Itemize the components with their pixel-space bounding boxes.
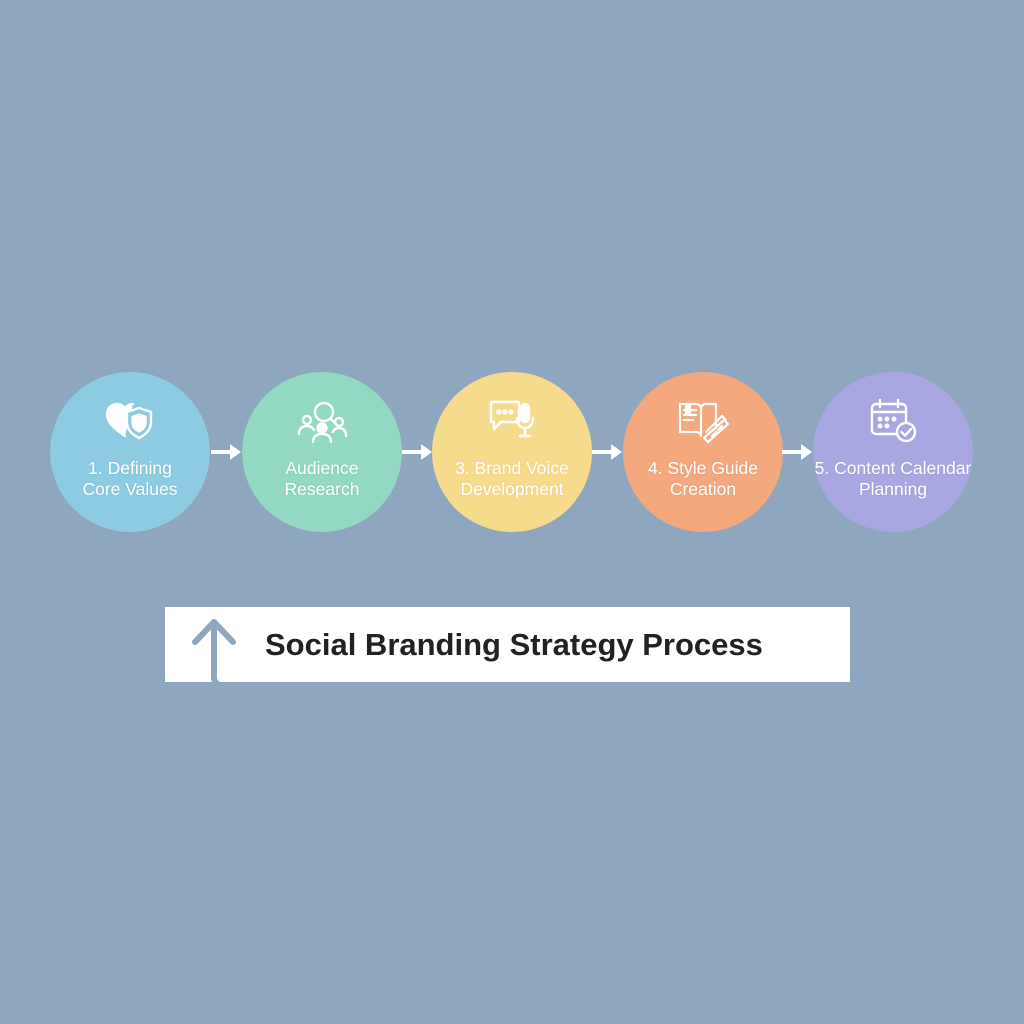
step-4-style-guide-creation: 4. Style Guide Creation <box>623 372 783 532</box>
step-5-content-calendar-planning: 5. Content Calendar Planning <box>813 372 973 532</box>
heart-shield-icon <box>103 398 157 444</box>
arrow-right-icon <box>209 441 243 463</box>
diagram-title: Social Branding Strategy Process <box>265 627 763 662</box>
return-arrow-icon <box>185 616 247 686</box>
step-1-defining-core-values: 1. Defining Core Values <box>50 372 210 532</box>
step-label-line-1: 1. Defining <box>88 458 172 478</box>
book-swatches-icon <box>676 398 730 444</box>
chat-microphone-icon <box>485 398 539 444</box>
step-label: Audience Research <box>242 458 402 500</box>
step-label-line-2: Core Values <box>82 479 178 499</box>
step-label: 3. Brand Voice Development <box>432 458 592 500</box>
step-label: 5. Content Calendar Planning <box>813 458 973 500</box>
arrow-right-icon <box>400 441 434 463</box>
step-label-line-2: Planning <box>858 479 928 499</box>
step-label-line-2: Research <box>284 479 360 499</box>
people-search-icon <box>295 398 349 444</box>
step-label-line-1: 4. Style Guide <box>648 458 758 478</box>
arrow-right-icon <box>590 441 624 463</box>
title-banner: Social Branding Strategy Process <box>165 607 850 682</box>
step-label-line-1: 3. Brand Voice <box>455 458 569 478</box>
calendar-check-icon <box>866 398 920 444</box>
step-label-line-2: Creation <box>669 479 737 499</box>
step-2-audience-research: Audience Research <box>242 372 402 532</box>
step-label-line-1: Audience <box>285 458 359 478</box>
step-label-line-2: Development <box>460 479 564 499</box>
step-label: 1. Defining Core Values <box>50 458 210 500</box>
arrow-right-icon <box>780 441 814 463</box>
step-label: 4. Style Guide Creation <box>623 458 783 500</box>
step-label-line-1: 5. Content Calendar <box>814 458 972 478</box>
step-3-brand-voice-development: 3. Brand Voice Development <box>432 372 592 532</box>
